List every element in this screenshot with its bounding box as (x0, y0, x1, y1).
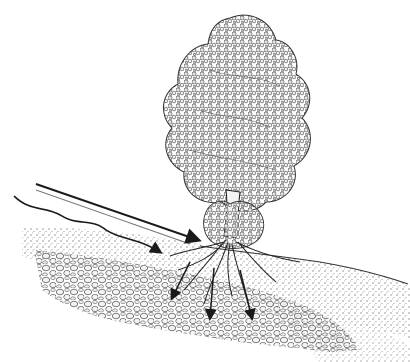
shrub-base (204, 201, 264, 248)
tree-crown (163, 15, 310, 211)
